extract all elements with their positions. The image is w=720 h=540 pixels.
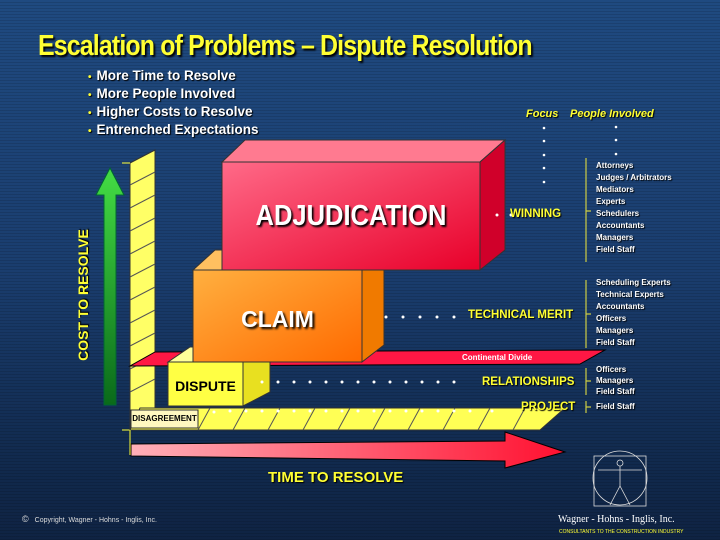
bullet-text: Entrenched Expectations bbox=[96, 122, 259, 137]
person-item: Officers bbox=[596, 365, 627, 374]
person-item: Field Staff bbox=[596, 338, 635, 347]
person-item: Accountants bbox=[596, 302, 645, 311]
disagreement-block bbox=[130, 409, 199, 429]
person-item: Field Staff bbox=[596, 402, 635, 411]
time-arrow bbox=[130, 431, 567, 469]
company-name: Wagner - Hohns - Inglis, Inc. bbox=[558, 514, 675, 525]
dot-leaders bbox=[212, 125, 618, 414]
person-item: Managers bbox=[596, 376, 634, 385]
continental-divide-label: Continental Divide bbox=[462, 353, 533, 362]
bullet-item: •More Time to Resolve bbox=[88, 68, 236, 83]
person-item: Attorneys bbox=[596, 161, 634, 170]
person-item: Technical Experts bbox=[596, 290, 664, 299]
y-axis-label: COST TO RESOLVE bbox=[75, 229, 91, 361]
bullet-text: More People Involved bbox=[96, 86, 236, 101]
page-title: Escalation of Problems – Dispute Resolut… bbox=[38, 30, 533, 62]
focus-winning: WINNING bbox=[510, 208, 562, 220]
yellow-wall bbox=[129, 149, 156, 431]
person-item: Judges / Arbitrators bbox=[596, 173, 672, 182]
focus-relationships: RELATIONSHIPS bbox=[482, 376, 575, 388]
focus-technical-merit: TECHNICAL MERIT bbox=[468, 309, 574, 321]
bullet-text: Higher Costs to Resolve bbox=[96, 104, 253, 119]
copyright: © Copyright, Wagner - Hohns - Inglis, Inc… bbox=[22, 514, 157, 524]
person-item: Managers bbox=[596, 326, 634, 335]
people-list-project: Field Staff bbox=[596, 401, 635, 413]
claim-block bbox=[192, 269, 363, 363]
vitruvian-logo bbox=[592, 450, 648, 507]
cost-arrow bbox=[95, 166, 125, 406]
adjudication-label: ADJUDICATION bbox=[255, 200, 447, 232]
company-tagline: CONSULTANTS TO THE CONSTRUCTION INDUSTRY bbox=[559, 529, 684, 535]
person-item: Mediators bbox=[596, 185, 634, 194]
person-item: Field Staff bbox=[596, 245, 635, 254]
adjudication-block bbox=[221, 161, 481, 271]
focus-header: Focus bbox=[526, 108, 559, 120]
claim-label: CLAIM bbox=[241, 306, 314, 332]
dispute-block bbox=[167, 361, 244, 407]
bullet-text: More Time to Resolve bbox=[96, 68, 236, 83]
person-item: Managers bbox=[596, 233, 634, 242]
bullet-item: •Entrenched Expectations bbox=[88, 122, 259, 137]
person-item: Scheduling Experts bbox=[596, 278, 671, 287]
disagreement-label: DISAGREEMENT bbox=[132, 414, 197, 423]
person-item: Experts bbox=[596, 197, 626, 206]
person-item: Schedulers bbox=[596, 209, 640, 218]
person-item: Field Staff bbox=[596, 387, 635, 396]
copyright-icon: © bbox=[22, 514, 29, 524]
focus-project: PROJECT bbox=[521, 401, 576, 413]
dispute-label: DISPUTE bbox=[175, 378, 236, 394]
person-item: Officers bbox=[596, 314, 627, 323]
people-header: People Involved bbox=[570, 108, 654, 120]
bullet-item: •More People Involved bbox=[88, 86, 236, 101]
x-axis-label: TIME TO RESOLVE bbox=[268, 469, 404, 486]
brackets bbox=[585, 158, 591, 413]
copyright-text: Copyright, Wagner - Hohns - Inglis, Inc. bbox=[34, 517, 157, 524]
person-item: Accountants bbox=[596, 221, 645, 230]
bullet-item: •Higher Costs to Resolve bbox=[88, 104, 253, 119]
